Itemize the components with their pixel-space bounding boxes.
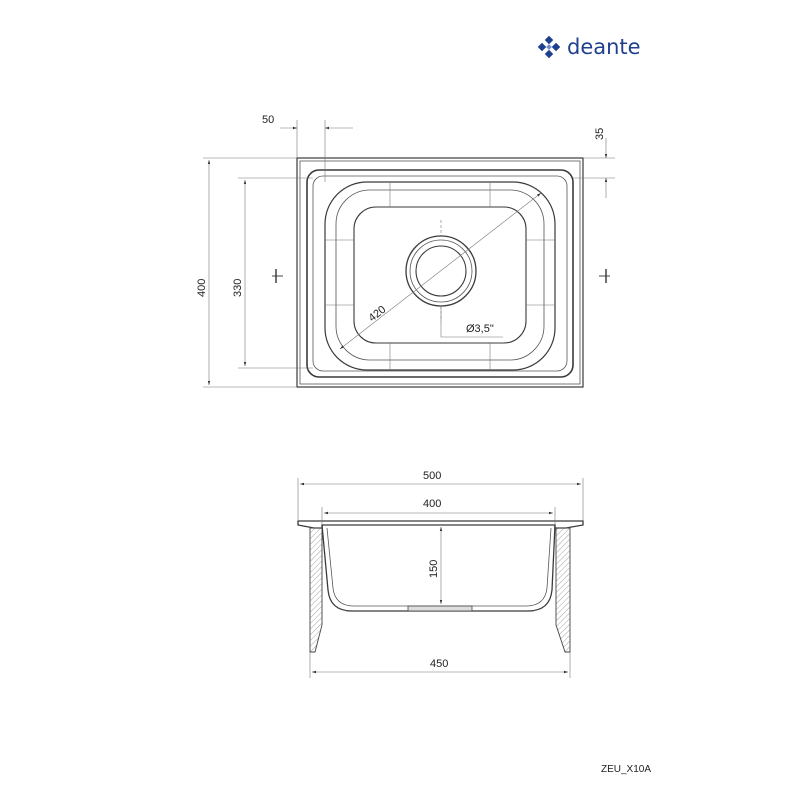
dim-diagonal: 420 <box>366 304 388 325</box>
dim-bowl-width: 400 <box>423 498 441 510</box>
dim-bottom-width: 450 <box>430 658 448 670</box>
product-code: ZEU_X10A <box>601 764 651 775</box>
deante-logo-icon <box>537 35 561 59</box>
brand-logo: deante <box>537 35 641 59</box>
dim-flange: 50 <box>262 114 274 126</box>
dim-overall-height: 400 <box>196 279 208 297</box>
brand-name: deante <box>567 35 641 59</box>
section-marker-left <box>272 269 283 283</box>
dim-rim: 35 <box>594 128 606 140</box>
dim-depth: 150 <box>428 560 440 578</box>
dim-overall-width: 500 <box>423 470 441 482</box>
section-marker-right <box>599 269 610 283</box>
side-view: 500 400 150 450 <box>297 470 584 678</box>
dim-bowl-height: 330 <box>232 279 244 297</box>
top-view: 50 35 400 330 420 Ø3,5" <box>196 114 615 388</box>
dim-drain: Ø3,5" <box>466 323 494 335</box>
